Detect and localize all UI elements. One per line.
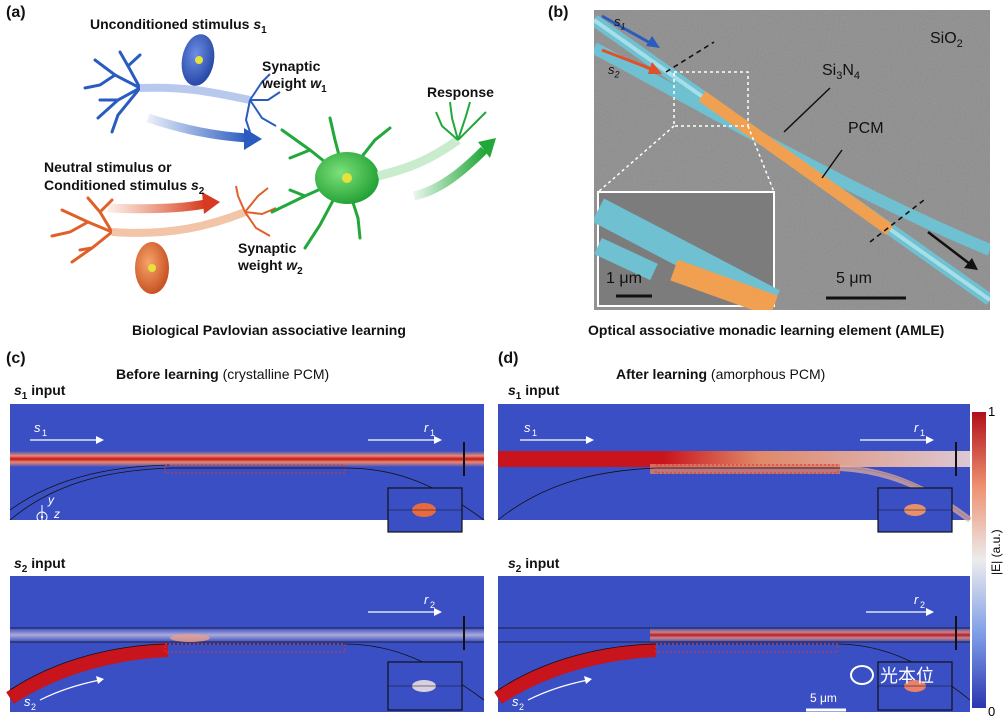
blue-terminal <box>244 73 281 133</box>
watermark: 光本位 <box>850 662 934 688</box>
svg-text:1: 1 <box>430 428 435 438</box>
wechat-icon <box>850 665 874 685</box>
axis-z-label: z <box>53 507 60 521</box>
response-label: Response <box>427 84 494 100</box>
panel-c-s1-input: s1 input <box>14 382 66 402</box>
colorbar <box>972 412 986 708</box>
panel-a-caption: Biological Pavlovian associative learnin… <box>132 322 406 338</box>
svg-text:1: 1 <box>42 428 47 438</box>
svg-text:2: 2 <box>430 600 435 610</box>
panel-c-letter: (c) <box>6 350 26 367</box>
unconditioned-label: Unconditioned stimulus s1 <box>90 16 267 36</box>
sem-image <box>594 10 990 310</box>
colorbar-max: 1 <box>988 404 995 419</box>
d-s2-arrow-label: s <box>512 694 519 709</box>
field-d-s2 <box>494 576 971 712</box>
pcm-strip <box>698 91 894 235</box>
axis-x-label: x <box>65 519 73 533</box>
svg-text:1: 1 <box>532 428 537 438</box>
neutral-stimulus-label: Neutral stimulus or Conditioned stimulus… <box>44 159 205 197</box>
field-c-s2 <box>6 576 485 712</box>
panel-c-s2-input: s2 input <box>14 555 66 575</box>
panel-b-letter: (b) <box>548 4 569 21</box>
main-scale-label: 5 μm <box>836 270 872 287</box>
pcm-label: PCM <box>848 120 884 137</box>
d-s1-arrow-label: s <box>524 420 531 435</box>
blue-arrow <box>146 113 249 143</box>
panel-d-s1-input: s1 input <box>508 382 560 402</box>
svg-text:2: 2 <box>920 600 925 610</box>
green-terminal <box>435 101 487 141</box>
watermark-text: 光本位 <box>880 666 934 687</box>
colorbar-label: |E| (a.u.) <box>989 529 1003 575</box>
svg-text:1: 1 <box>920 428 925 438</box>
svg-text:2: 2 <box>519 702 524 712</box>
field-d-s1 <box>497 404 972 533</box>
panel-d-title: After learning (amorphous PCM) <box>616 366 826 382</box>
colorbar-min: 0 <box>988 704 995 719</box>
orange-arrow <box>107 199 206 214</box>
green-axon <box>376 136 461 181</box>
sem-s2-label: s2 <box>608 62 620 80</box>
green-arrow <box>412 146 488 201</box>
svg-text:2: 2 <box>31 702 36 712</box>
si3n4-label: Si3N4 <box>822 62 861 83</box>
neuron-diagram <box>50 34 496 294</box>
sio2-label: SiO2 <box>930 30 963 51</box>
axis-y-label: y <box>47 493 55 507</box>
orange-axon <box>111 208 247 237</box>
orange-neuron <box>50 196 114 264</box>
d-scale-label: 5 μm <box>810 691 837 705</box>
field-c-s1 <box>9 404 485 533</box>
d-r1-arrow-label: r <box>914 420 919 435</box>
c-r2-arrow-label: r <box>424 592 429 607</box>
c-s1-arrow-label: s <box>34 420 41 435</box>
synaptic-weight-1-label: Synaptic weight w1 <box>262 58 327 95</box>
panel-b-caption: Optical associative monadic learning ele… <box>588 322 945 338</box>
panel-d-letter: (d) <box>498 350 519 367</box>
blue-neuron <box>83 50 142 134</box>
panel-d-s2-input: s2 input <box>508 555 560 575</box>
sem-s1-label: s1 <box>614 14 626 32</box>
orange-terminal <box>235 185 277 237</box>
blue-axon <box>139 83 251 104</box>
c-r1-arrow-label: r <box>424 420 429 435</box>
c-s2-arrow-label: s <box>24 694 31 709</box>
synaptic-weight-2-label: Synaptic weight w2 <box>238 240 303 277</box>
panel-c-title: Before learning (crystalline PCM) <box>116 366 330 382</box>
panel-a-letter: (a) <box>6 4 26 21</box>
d-r2-arrow-label: r <box>914 592 919 607</box>
inset-scale-label: 1 μm <box>606 270 642 287</box>
